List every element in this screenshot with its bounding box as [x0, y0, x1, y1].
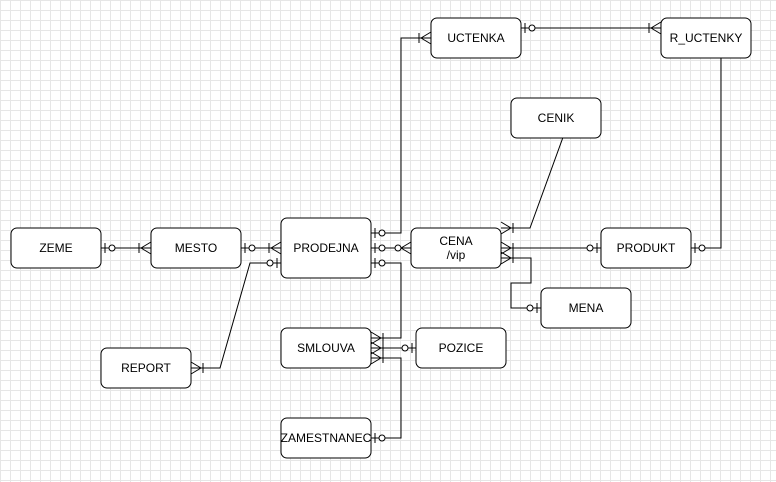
entity-label: SMLOUVA [297, 341, 355, 355]
zero-or-one-marker-produkt [694, 243, 706, 253]
relationship-cena-mena [500, 251, 541, 313]
entity-label: PRODEJNA [293, 241, 358, 255]
entity-produkt[interactable]: PRODUKT [600, 227, 692, 269]
entity-box [415, 327, 507, 369]
relationship-mesto-prodejna [241, 241, 282, 255]
one-or-many-marker-mesto [138, 241, 152, 255]
entity-box [660, 17, 752, 59]
one-or-many-marker-r-uctenky [648, 21, 662, 35]
relationship-cena-produkt [500, 241, 601, 255]
entity-box [280, 217, 372, 279]
entity-label: ZEME [39, 241, 72, 255]
entity-label: CENIK [538, 111, 575, 125]
one-or-many-marker-smlouva [370, 351, 384, 365]
relationship-prodejna-uctenka [371, 31, 432, 238]
one-or-many-marker-uctenka [418, 31, 432, 45]
zero-or-one-marker-zamestnanec [374, 433, 386, 443]
entity-cena[interactable]: CENA/vip [410, 227, 502, 269]
relationship-layer [101, 21, 752, 443]
relationship-zamestnanec-smlouva [370, 351, 402, 443]
zero-or-one-marker-prodejna [374, 228, 386, 238]
relationship-report-prodejna [190, 258, 281, 375]
entity-report[interactable]: REPORT [100, 347, 192, 389]
relationship-uctenka-r-uctenky [521, 21, 662, 35]
one-or-many-marker-report [190, 361, 204, 375]
zero-or-one-marker-produkt [586, 243, 598, 253]
zero-or-many-marker-cena [394, 241, 412, 255]
zero-or-one-marker-prodejna [266, 258, 278, 268]
zero-or-one-marker-zeme [104, 243, 116, 253]
entity-label: /vip [447, 248, 466, 262]
entity-cenik[interactable]: CENIK [510, 97, 602, 139]
one-or-many-marker-cena [500, 221, 514, 235]
entity-prodejna[interactable]: PRODEJNA [280, 217, 372, 279]
one-or-many-marker-prodejna [268, 241, 282, 255]
relationship-produkt-r-uctenky [691, 31, 752, 253]
entity-label: UCTENKA [447, 31, 504, 45]
entity-zeme[interactable]: ZEME [10, 227, 102, 269]
relationship-prodejna-smlouva [370, 258, 402, 345]
zero-or-one-marker-pozice [401, 343, 413, 353]
entity-label: POZICE [439, 341, 484, 355]
entity-mesto[interactable]: MESTO [150, 227, 242, 269]
entity-box [430, 17, 522, 59]
entity-label: ZAMESTNANEC [281, 431, 372, 445]
zero-or-one-marker-mena [526, 303, 538, 313]
entity-box [600, 227, 692, 269]
zero-or-one-marker-mesto [244, 243, 256, 253]
entity-box [540, 287, 632, 329]
entity-box [410, 227, 502, 269]
relationship-prodejna-cena [371, 241, 412, 255]
one-or-many-marker-cena [500, 251, 514, 265]
entity-pozice[interactable]: POZICE [415, 327, 507, 369]
entity-box [510, 97, 602, 139]
entity-label: MENA [569, 301, 604, 315]
entity-box [150, 227, 242, 269]
zero-or-one-marker-prodejna [374, 258, 386, 268]
entity-zamestnanec[interactable]: ZAMESTNANEC [280, 417, 372, 459]
entity-label: MESTO [175, 241, 217, 255]
entity-label: R_UCTENKY [670, 31, 743, 45]
entity-mena[interactable]: MENA [540, 287, 632, 329]
entity-smlouva[interactable]: SMLOUVA [280, 327, 372, 369]
entity-box [100, 347, 192, 389]
entity-box [10, 227, 102, 269]
relationship-zeme-mesto [101, 241, 152, 255]
relationship-smlouva-pozice [370, 341, 416, 355]
zero-or-one-marker-uctenka [524, 23, 536, 33]
entity-layer: UCTENKA R_UCTENKY CENIK ZEME MESTO PRODEJNA CE… [10, 17, 752, 459]
entity-uctenka[interactable]: UCTENKA [430, 17, 522, 59]
entity-box [280, 327, 372, 369]
entity-box [280, 417, 372, 459]
entity-label: REPORT [121, 361, 171, 375]
zero-or-one-marker-prodejna [374, 243, 386, 253]
entity-label: PRODUKT [617, 241, 676, 255]
entity-label: CENA [439, 234, 472, 248]
entity-r-uctenky[interactable]: R_UCTENKY [660, 17, 752, 59]
